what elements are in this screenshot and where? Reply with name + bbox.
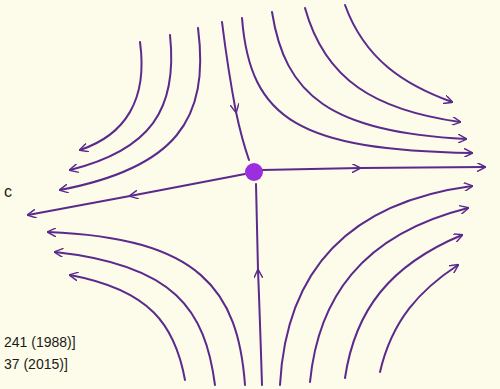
streamline bbox=[345, 5, 452, 102]
streamline bbox=[262, 168, 360, 170]
streamline bbox=[280, 186, 472, 385]
streamline bbox=[305, 8, 460, 122]
streamline bbox=[60, 28, 200, 190]
streamline bbox=[55, 252, 215, 385]
streamline bbox=[380, 265, 458, 372]
streamline bbox=[360, 167, 485, 168]
streamline bbox=[80, 42, 142, 150]
reference-text: 37 (2015)] bbox=[4, 356, 68, 372]
reference-text: 241 (1988)] bbox=[4, 334, 76, 350]
streamline bbox=[345, 235, 462, 378]
streamline bbox=[130, 174, 245, 196]
streamline bbox=[70, 35, 171, 170]
streamline bbox=[236, 112, 249, 160]
streamline bbox=[310, 208, 468, 382]
streamline bbox=[272, 12, 466, 139]
saddle-point bbox=[245, 163, 263, 181]
streamline bbox=[256, 184, 258, 270]
streamline bbox=[222, 22, 236, 112]
streamline bbox=[70, 275, 185, 380]
reference-text: c bbox=[4, 184, 12, 200]
streamline bbox=[48, 232, 245, 385]
streamline bbox=[28, 196, 130, 215]
streamline bbox=[258, 270, 262, 385]
